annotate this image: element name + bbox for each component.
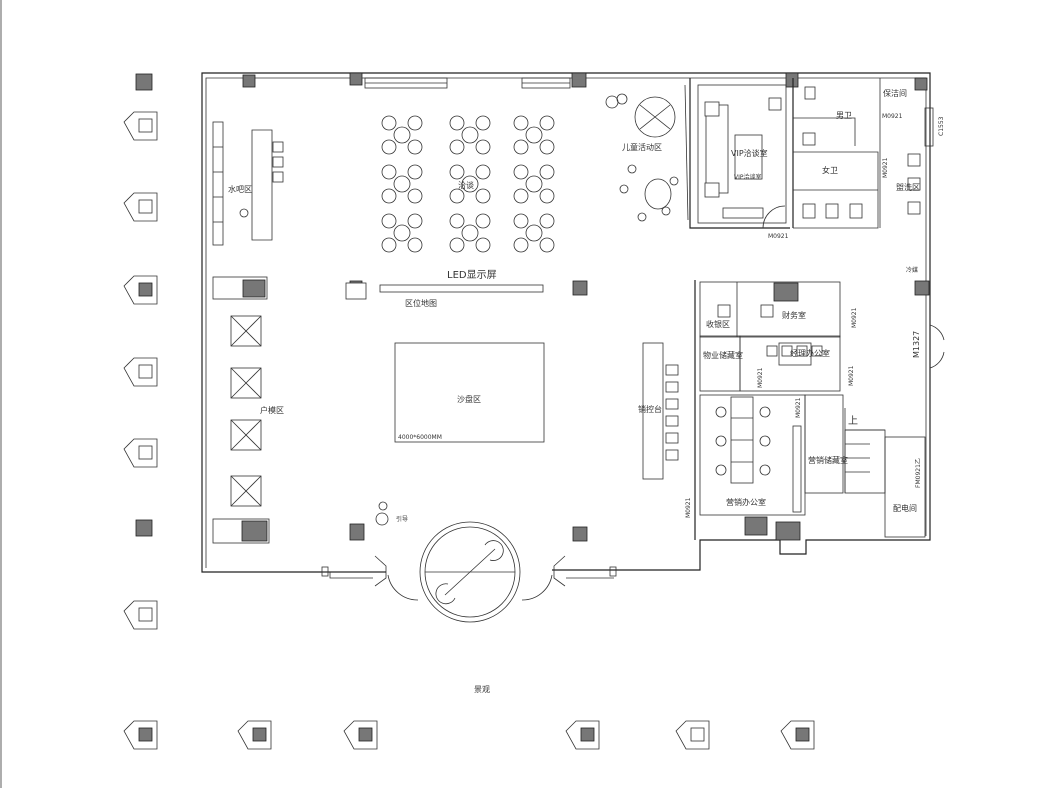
planter [123, 600, 158, 630]
planter [675, 720, 710, 750]
gas-pipe-label: 冷媒 [906, 266, 918, 274]
property-storage-label: 物业储藏室 [703, 350, 743, 360]
planter-column [135, 519, 153, 537]
exterior-walls [201, 72, 931, 573]
landscape-planters [123, 73, 815, 750]
door-fm0921: FM0921乙 [915, 458, 922, 488]
door-m1327: M1327 [912, 331, 921, 358]
kids-area-label: 儿童活动区 [622, 142, 662, 152]
door-m0921-vip: M0921 [768, 233, 789, 240]
men-wc-label: 男卫 [836, 111, 852, 120]
led-screen: LED显示屏 区位地图 [345, 269, 544, 308]
planter [123, 275, 158, 305]
planter [343, 720, 378, 750]
door-m0921-wash: M0921 [882, 157, 889, 178]
water-bar: 水吧区 [212, 121, 284, 246]
water-bar-label: 水吧区 [228, 184, 252, 194]
model-area-label: 户模区 [260, 405, 284, 415]
sand-size-label: 4000*6000MM [398, 434, 442, 441]
cashier-label: 收银区 [706, 319, 730, 329]
vip-room-label: VIP洽谈室 [734, 173, 762, 181]
table-set [449, 213, 491, 253]
vip-room: VIP洽谈室 VIP洽谈室 M0921 [689, 78, 790, 240]
sales-counter: 销控台 [638, 342, 679, 480]
planter [123, 192, 158, 222]
planter [565, 720, 600, 750]
table-set [449, 164, 491, 204]
table-set [381, 164, 423, 204]
guide-label: 引导 [396, 515, 408, 523]
table-set [513, 213, 555, 253]
door-c1553: C1553 [938, 116, 945, 136]
sand-table-label: 沙盘区 [457, 394, 481, 404]
kids-area: 儿童活动区 [605, 84, 689, 222]
cleaning-room-label: 保洁间 [883, 88, 907, 98]
door-m0921-sales: M0921 [685, 497, 692, 518]
negotiation-area [381, 115, 555, 253]
outdoor-label: 景观 [474, 685, 490, 694]
planter [123, 438, 158, 468]
revolving-door [321, 521, 617, 623]
planter [123, 720, 158, 750]
planter-column [135, 73, 153, 91]
led-screen-label: LED显示屏 [447, 269, 497, 281]
vip-room-sign: VIP洽谈室 [731, 148, 768, 158]
negotiation-label: 洽谈 [458, 180, 474, 190]
sales-storage-label: 营销储藏室 [808, 455, 848, 465]
door-m0921-storage: M0921 [795, 397, 802, 418]
finance-label: 财务室 [782, 310, 806, 320]
guide-desk: 引导 [375, 501, 408, 526]
planter [123, 357, 158, 387]
women-wc-label: 女卫 [822, 165, 838, 175]
planter [123, 111, 158, 141]
office-block: 上 收银区 财务室 物业储藏室 经理办公室 营销办公室 营销储藏室 配电间 M0… [685, 280, 926, 540]
door-m0921-property: M0921 [757, 367, 764, 388]
top-windows [364, 77, 571, 89]
table-set [449, 115, 491, 155]
sand-table: 沙盘区 4000*6000MM [394, 342, 545, 443]
table-set [513, 115, 555, 155]
table-set [513, 164, 555, 204]
power-room-label: 配电间 [893, 503, 917, 513]
location-map-label: 区位地图 [405, 298, 437, 308]
table-set [381, 115, 423, 155]
stair-up-label: 上 [848, 415, 858, 427]
right-exterior-doors: C1553 M1327 冷媒 [906, 107, 945, 369]
planter [780, 720, 815, 750]
sales-office-label: 营销办公室 [726, 497, 766, 507]
wash-area-label: 盥洗区 [896, 182, 920, 192]
planter [237, 720, 272, 750]
restrooms: 男卫 女卫 保洁间 M0921 盥洗区 M0921 [792, 78, 921, 229]
structural-columns [242, 72, 930, 542]
door-m0921-finance: M0921 [851, 307, 858, 328]
model-area: 户模区 [212, 276, 284, 544]
table-set [381, 213, 423, 253]
door-m0921-clean: M0921 [882, 113, 903, 120]
door-m0921-manager: M0921 [848, 365, 855, 386]
manager-office-label: 经理办公室 [790, 348, 830, 358]
sales-counter-label: 销控台 [638, 404, 662, 414]
